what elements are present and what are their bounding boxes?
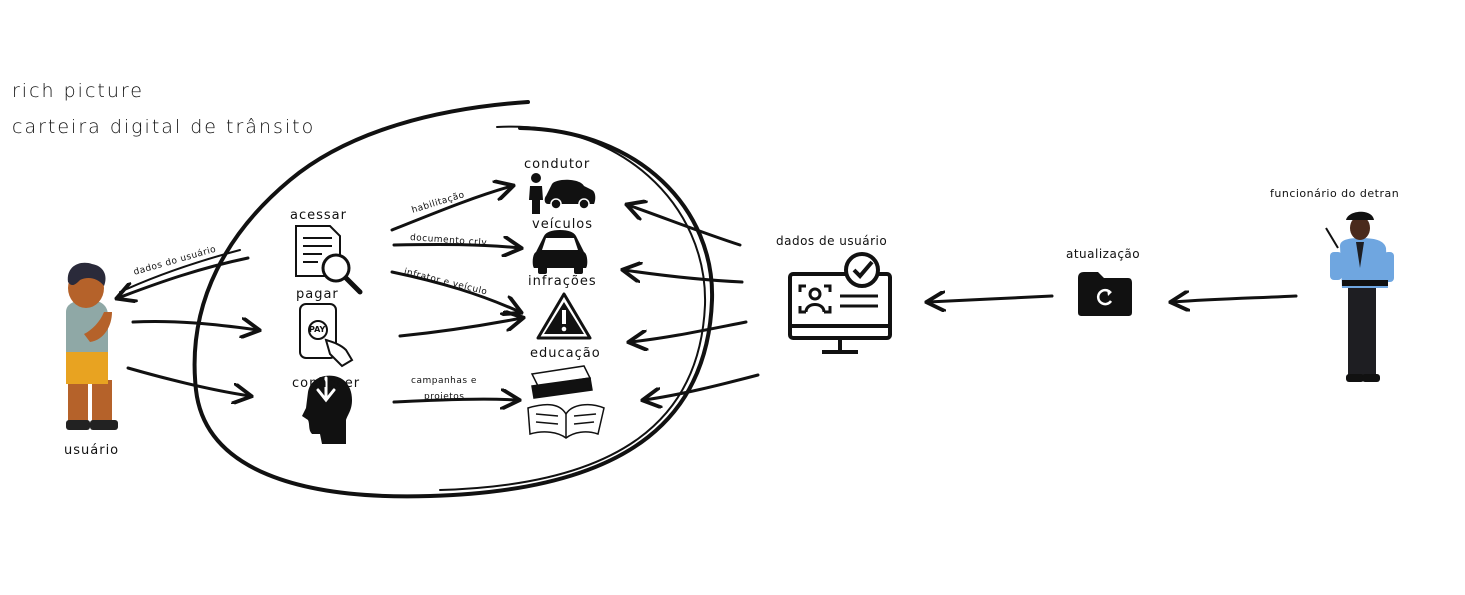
edge-campanhas-label-1: campanhas e [411, 376, 477, 386]
target-education-label: educação [530, 346, 601, 361]
target-infractions-label: infrações [528, 274, 597, 289]
driver-car-icon [529, 173, 596, 214]
arrows-user [118, 249, 258, 396]
employee-label: funcionário do detran [1270, 187, 1400, 200]
arrows-actions [390, 186, 522, 402]
vehicle-car-icon [532, 230, 588, 274]
books-icon [527, 365, 605, 439]
arrow-habilitacao [390, 186, 512, 232]
document-search-icon [295, 225, 363, 295]
action-know-label: conhecer [292, 376, 361, 391]
user-data-label: dados de usuário [776, 234, 888, 248]
actor-user-label: usuário [64, 443, 120, 458]
update-label: atualização [1066, 247, 1141, 261]
system-boundary [192, 100, 715, 499]
arrow-infrator [390, 270, 520, 312]
action-pay-label: pagar [296, 287, 339, 302]
arrows-userdata [624, 205, 760, 400]
edge-campanhas-label-2: projetos [424, 392, 465, 402]
action-access-label: acessar [290, 208, 347, 223]
update-folder-icon [1078, 272, 1132, 316]
warning-icon [536, 292, 592, 340]
arrow-user-to-pay [131, 321, 258, 330]
user-figure [66, 262, 118, 430]
arrows-right [928, 296, 1298, 302]
arrow-employee-to-update [1172, 296, 1298, 302]
title-line-2: carteira digital de trânsito [12, 116, 316, 138]
target-vehicles-label: veículos [532, 217, 594, 232]
arrow-documento [392, 244, 520, 248]
head-knowledge-icon [302, 375, 352, 444]
arrow-actions-to-user [118, 256, 250, 298]
arrow-update-to-userdata [928, 296, 1054, 302]
arrow-user-to-know [126, 366, 250, 396]
target-driver-label: condutor [524, 157, 591, 172]
user-data-monitor-icon [788, 252, 892, 354]
pay-icon-text: PAY [309, 325, 326, 334]
employee-figure [1325, 211, 1394, 382]
arrow-campanhas [392, 399, 518, 402]
mobile-pay-icon [299, 303, 354, 368]
title-line-1: rich picture [12, 80, 144, 102]
arrow-pay-to-infracoes [398, 318, 522, 338]
